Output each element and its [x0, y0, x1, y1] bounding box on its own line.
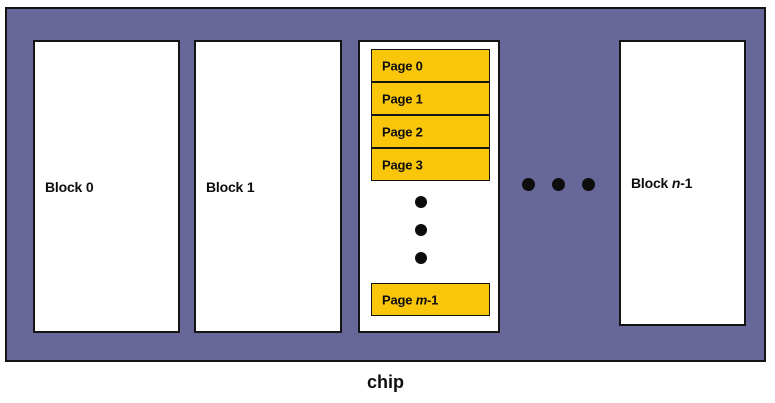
block-n-1-label: Block n-1 [631, 175, 693, 191]
block-0-label: Block 0 [45, 178, 94, 195]
page-1-label: Page 1 [382, 91, 423, 106]
page-3-label: Page 3 [382, 157, 423, 172]
block-1-label: Block 1 [206, 178, 255, 195]
page-m-1-label: Page m-1 [382, 292, 439, 307]
page-3: Page 3 [371, 148, 490, 181]
block-1: Block 1 [194, 40, 342, 333]
chip-label: chip [366, 372, 404, 392]
block-0: Block 0 [33, 40, 180, 333]
horizontal-ellipsis [522, 178, 595, 191]
page-0: Page 0 [371, 49, 490, 82]
page-m-1: Page m-1 [371, 283, 490, 316]
page-1: Page 1 [371, 82, 490, 115]
ellipsis-dot [415, 252, 427, 264]
page-2: Page 2 [371, 115, 490, 148]
ellipsis-dot [552, 178, 565, 191]
ellipsis-dot [415, 196, 427, 208]
ellipsis-dot [522, 178, 535, 191]
block-n-1: Block n-1 [619, 40, 746, 326]
page-block: Page 0 Page 1 Page 2 Page 3 Page m-1 [358, 40, 500, 333]
vertical-ellipsis [415, 196, 427, 264]
ellipsis-dot [415, 224, 427, 236]
page-2-label: Page 2 [382, 124, 423, 139]
ellipsis-dot [582, 178, 595, 191]
page-0-label: Page 0 [382, 58, 423, 73]
